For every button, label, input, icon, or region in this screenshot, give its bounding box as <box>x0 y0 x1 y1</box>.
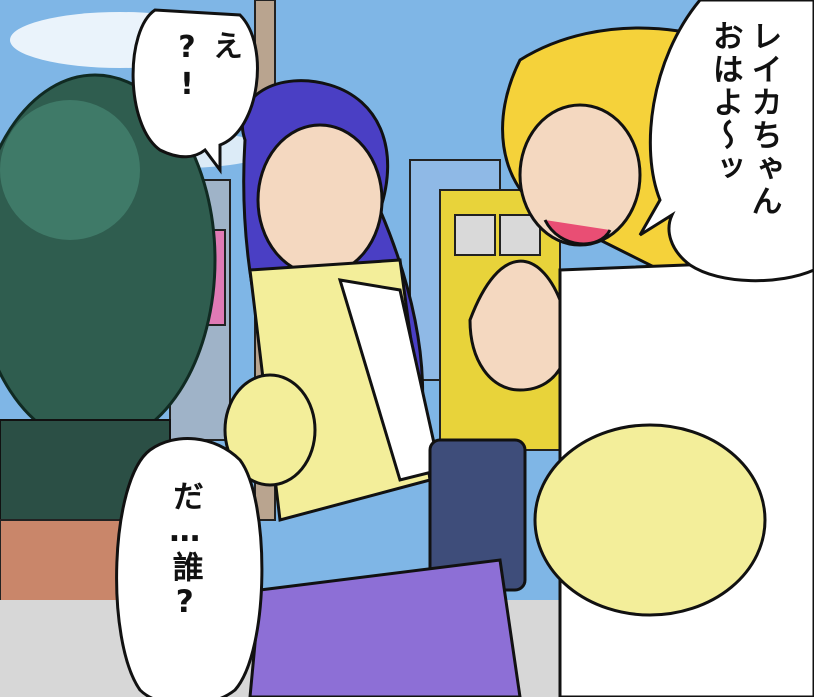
bubble-line: レイカちゃん <box>745 20 782 218</box>
window <box>454 214 496 256</box>
speech-bubble-top-left <box>131 8 259 175</box>
speech-bubble-top-right <box>638 0 814 283</box>
window <box>499 214 541 256</box>
bubble-text-top-right: レイカちゃん おはよ～ッ <box>705 20 783 218</box>
bubble-line: え <box>207 30 242 62</box>
left-chest <box>223 373 317 487</box>
right-girl-face <box>518 103 642 247</box>
plaid-skirt <box>248 558 522 697</box>
bubble-text-top-left: え ?! <box>168 30 243 104</box>
bubble-line: だ…誰? <box>166 480 203 622</box>
bubble-line: おはよ～ッ <box>706 20 743 185</box>
bubble-line: ?! <box>169 30 205 104</box>
open-mouth <box>543 219 612 246</box>
tree-highlight <box>0 100 140 240</box>
left-girl-face <box>256 123 384 277</box>
bubble-text-bottom-left: だ…誰? <box>165 480 204 622</box>
right-cardigan <box>533 423 767 617</box>
speech-bubble-bottom-left <box>115 437 264 697</box>
